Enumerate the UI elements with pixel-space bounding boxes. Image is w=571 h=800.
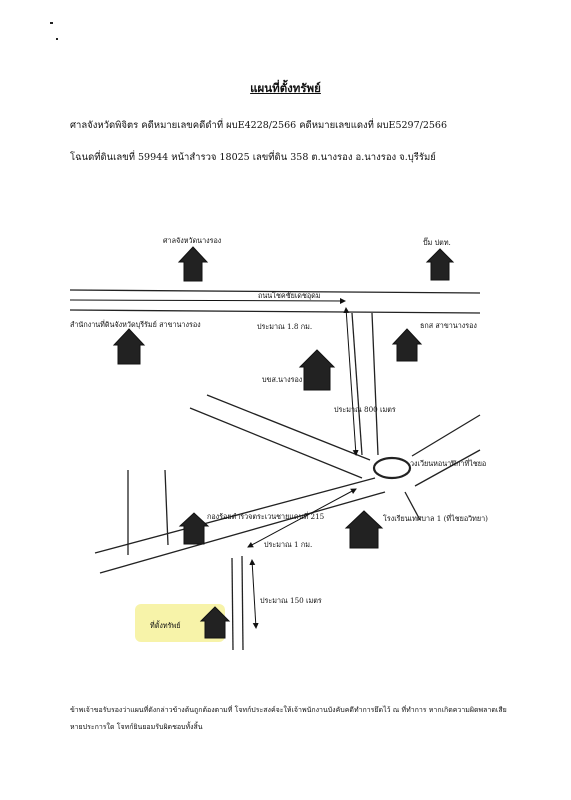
road-name-label: ถนนโชคชัยเดชอุดม bbox=[258, 291, 321, 300]
roundabout-circle bbox=[372, 456, 412, 480]
land-office-icon bbox=[112, 328, 146, 365]
vertical-road-left-edge bbox=[351, 312, 363, 456]
main-road-top-edge bbox=[69, 289, 481, 294]
soi-right-edge bbox=[241, 555, 244, 651]
baac-label: ธกส สาขานางรอง bbox=[420, 321, 477, 330]
police-icon bbox=[178, 512, 210, 545]
distance-150m-label: ประมาณ 150 เมตร bbox=[260, 596, 322, 605]
soi-left-edge bbox=[231, 557, 234, 651]
gas-station-icon bbox=[425, 248, 455, 281]
property-label: ที่ตั้งทรัพย์ bbox=[150, 621, 181, 630]
east-road-upper-edge bbox=[411, 414, 481, 457]
gas-station-label: ปั๊ม ปตท. bbox=[423, 238, 451, 247]
east-road-lower-edge bbox=[414, 449, 481, 487]
baac-icon bbox=[391, 328, 423, 362]
distance-1km-label: ประมาณ 1 กม. bbox=[264, 540, 313, 549]
property-icon bbox=[199, 606, 231, 639]
diagonal-road-lower-edge bbox=[189, 407, 363, 479]
diagonal-road-upper-edge bbox=[206, 394, 371, 461]
document-title: แผนที่ตั้งทรัพย์ bbox=[250, 81, 321, 95]
southeast-road-edge bbox=[404, 491, 421, 521]
distance-1-8km-label: ประมาณ 1.8 กม. bbox=[257, 322, 313, 331]
transport-co-icon bbox=[298, 349, 336, 391]
land-deed-line: โฉนดที่ดินเลขที่ 59944 หน้าสำรวจ 18025 เ… bbox=[70, 152, 436, 163]
school-label: โรงเรียนเทศบาล 1 (ที่ไชยอวิทยา) bbox=[383, 514, 488, 523]
transport-co-label: บขส.นางรอง bbox=[262, 375, 303, 384]
school-icon bbox=[344, 510, 384, 549]
main-road-bottom-edge bbox=[69, 309, 481, 314]
police-label: กองร้อยตำรวจตระเวนชายแดนที่ 215 bbox=[207, 512, 325, 521]
court-icon bbox=[177, 246, 209, 282]
certification-note: ข้าพเจ้าขอรับรองว่าแผนที่ดังกล่าวข้างต้น… bbox=[70, 706, 507, 731]
arrow-150m bbox=[249, 559, 259, 629]
arrow-1km bbox=[247, 488, 357, 548]
scan-speck bbox=[56, 38, 58, 40]
distance-800m-label: ประมาณ 800 เมตร bbox=[334, 405, 396, 414]
arrow-800m bbox=[343, 307, 359, 456]
land-office-label: สำนักงานที่ดินจังหวัดบุรีรัมย์ สาขานางรอ… bbox=[70, 320, 201, 329]
scan-speck bbox=[50, 22, 53, 24]
court-label: ศาลจังหวัดนางรอง bbox=[163, 236, 222, 245]
arrow-main-road bbox=[69, 297, 346, 304]
vertical-road-right-edge bbox=[371, 312, 379, 456]
roundabout-label: วงเวียนหอนาฬิกาที่ไชยอ bbox=[410, 459, 487, 468]
case-info-line: ศาลจังหวัดพิจิตร คดีหมายเลขคดีดำที่ ผบE4… bbox=[70, 120, 448, 131]
west-road-right-edge bbox=[164, 469, 169, 546]
